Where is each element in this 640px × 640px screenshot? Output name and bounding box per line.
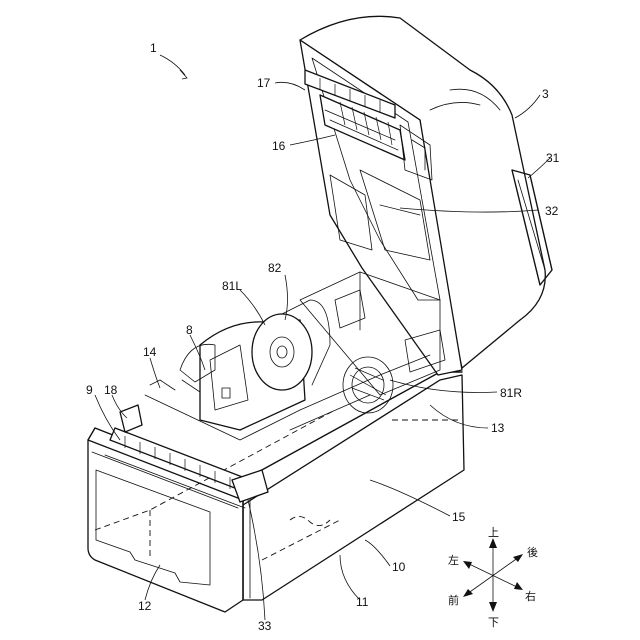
label-back: 後: [527, 545, 538, 559]
arrow-down-icon: [489, 602, 497, 612]
label-15: 15: [452, 510, 466, 524]
label-12: 12: [138, 599, 152, 613]
arrow-up-icon: [489, 538, 497, 548]
label-down: 下: [488, 616, 499, 629]
label-82: 82: [268, 261, 282, 275]
arrow-left-icon: [463, 561, 472, 569]
arrow-front-icon: [463, 589, 473, 597]
label-13: 13: [491, 421, 505, 435]
label-81L: 81L: [222, 279, 242, 293]
label-up: 上: [488, 526, 499, 539]
arrow-back-icon: [513, 554, 523, 562]
label-front: 前: [448, 593, 459, 607]
label-16: 16: [272, 139, 286, 153]
upper-cover: [300, 16, 552, 375]
label-32: 32: [545, 204, 559, 218]
label-18: 18: [104, 383, 118, 397]
label-10: 10: [392, 560, 406, 574]
label-1: 1: [150, 41, 157, 55]
label-3: 3: [542, 87, 549, 101]
label-8: 8: [186, 323, 193, 337]
label-33: 33: [258, 619, 272, 633]
label-9: 9: [86, 383, 93, 397]
label-17: 17: [257, 76, 271, 90]
label-right: 右: [525, 589, 536, 603]
label-14: 14: [143, 345, 157, 359]
label-left: 左: [448, 554, 459, 567]
label-11: 11: [356, 595, 369, 609]
orientation-compass: 上 下 左 右 後 前: [448, 526, 538, 629]
arrow-right-icon: [514, 582, 523, 590]
label-31: 31: [546, 151, 560, 165]
label-81R: 81R: [500, 386, 522, 400]
